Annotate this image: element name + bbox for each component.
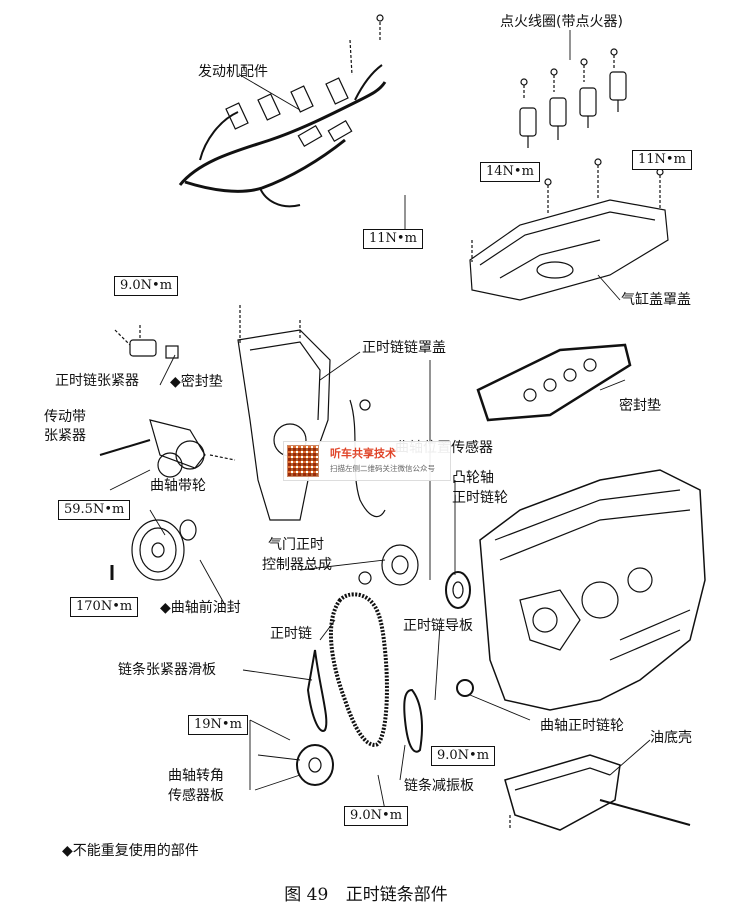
watermark-banner: 听车共享技术 扫描左侧二维码关注微信公众号 <box>283 441 451 481</box>
label-camshaft-sprocket-2: 正时链轮 <box>452 490 508 506</box>
label-engine-parts: 发动机配件 <box>198 64 268 80</box>
figure-number: 图 49 <box>284 885 329 905</box>
torque-box-170: 170N•m <box>70 597 139 617</box>
cover-gasket-drawing <box>476 343 632 422</box>
camshaft-sprocket-drawing <box>445 571 471 609</box>
label-vvt-controller-2: 控制器总成 <box>262 557 332 573</box>
drive-belt-tensioner-drawing <box>99 419 236 478</box>
label-timing-chain-cover: 正时链链罩盖 <box>362 340 446 356</box>
torque-box-59-5: 59.5N•m <box>58 500 131 520</box>
tensioner-slipper-drawing <box>306 649 328 732</box>
label-cover-gasket: 密封垫 <box>619 398 661 414</box>
torque-box-19: 19N•m <box>188 715 248 735</box>
label-front-oil-seal: ◆曲轴前油封 <box>160 600 241 616</box>
torque-box-9-bottom: 9.0N•m <box>344 806 409 826</box>
watermark-subtitle: 扫描左侧二维码关注微信公众号 <box>330 464 435 473</box>
label-drive-belt-tensioner-1: 传动带 <box>44 409 86 425</box>
engine-block-drawing <box>456 469 706 711</box>
label-vvt-controller-1: 气门正时 <box>268 537 324 553</box>
label-crank-angle-plate-1: 曲轴转角 <box>168 768 224 784</box>
torque-box-9-tensioner: 9.0N•m <box>114 276 179 296</box>
timing-chain-cover-drawing <box>237 305 331 521</box>
chain-guide-drawing <box>403 688 423 753</box>
figure-caption: 图 49 正时链条部件 <box>0 880 732 905</box>
label-cylinder-head-cover: 气缸盖罩盖 <box>621 292 691 308</box>
chain-tensioner-drawing <box>114 325 179 359</box>
wire-harness-drawing <box>178 14 387 208</box>
ignition-coils-drawing <box>519 48 627 148</box>
timing-chain-drawing <box>329 592 389 748</box>
qr-code-icon <box>287 445 319 477</box>
label-camshaft-sprocket-1: 凸轮轴 <box>452 470 494 486</box>
torque-box-9-damper: 9.0N•m <box>431 746 496 766</box>
label-gasket-mark: ◆密封垫 <box>170 374 223 390</box>
crank-angle-sensor-plate-drawing <box>296 744 334 786</box>
label-ignition-coil: 点火线圈(带点火器) <box>500 14 623 30</box>
non-reusable-note: ◆不能重复使用的部件 <box>62 843 199 859</box>
torque-box-14: 14N•m <box>480 162 540 182</box>
sensor-wire <box>349 399 386 518</box>
label-oil-pan: 油底壳 <box>650 730 692 746</box>
vvt-controller-drawing <box>358 544 419 586</box>
label-crank-angle-plate-2: 传感器板 <box>168 788 224 804</box>
label-drive-belt-tensioner-2: 张紧器 <box>44 428 86 444</box>
leader-lines <box>109 30 651 811</box>
label-crank-sprocket: 曲轴正时链轮 <box>540 718 624 734</box>
figure-title: 正时链条部件 <box>345 885 448 905</box>
label-tensioner-slipper: 链条张紧器滑板 <box>118 662 216 678</box>
crank-pulley-drawing <box>110 519 197 581</box>
oil-pan-drawing <box>504 754 691 831</box>
label-timing-chain: 正时链 <box>270 626 312 642</box>
torque-box-11-top: 11N•m <box>632 150 692 170</box>
torque-box-11-left: 11N•m <box>363 229 423 249</box>
label-chain-guide: 正时链导板 <box>403 618 473 634</box>
label-crank-pulley: 曲轴带轮 <box>150 478 206 494</box>
label-chain-tensioner: 正时链张紧器 <box>55 373 139 389</box>
label-chain-damper: 链条减振板 <box>404 778 474 794</box>
watermark-title: 听车共享技术 <box>330 447 396 460</box>
